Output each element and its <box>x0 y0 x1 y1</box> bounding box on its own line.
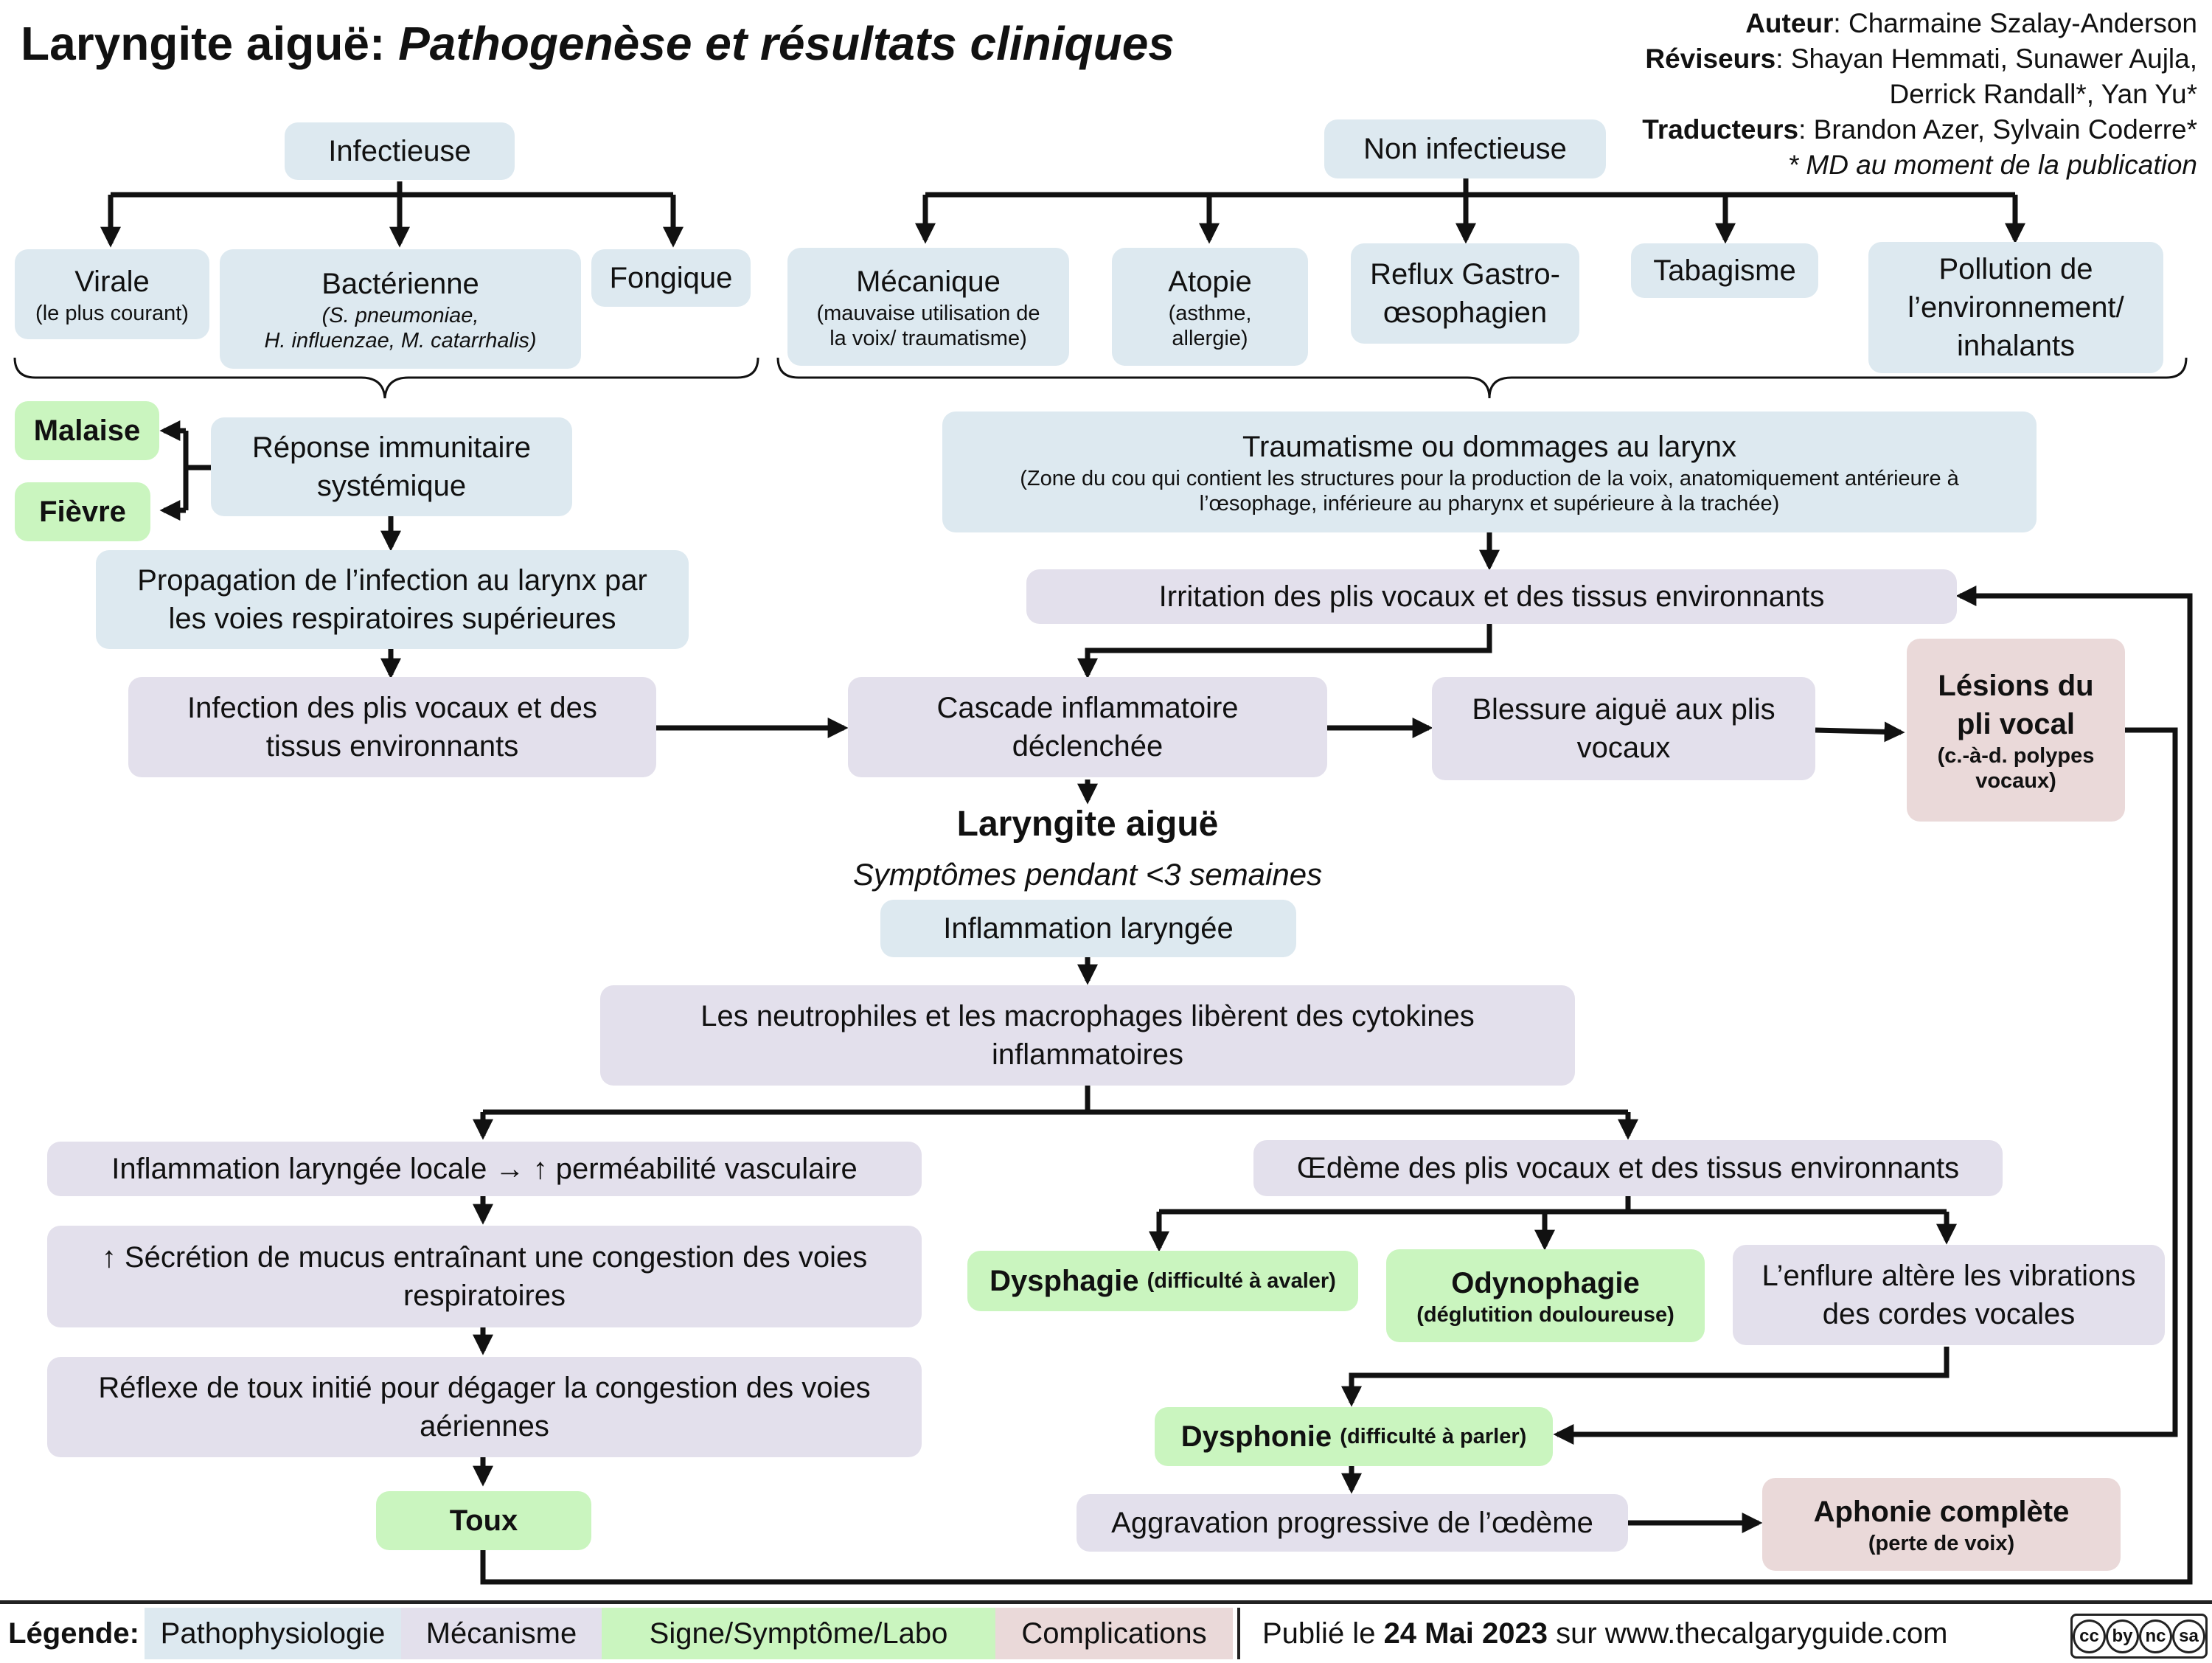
legend-signe-symptome: Signe/Symptôme/Labo <box>602 1608 995 1659</box>
sa-icon: sa <box>2172 1619 2205 1653</box>
inflammation-laryngee-box: Inflammation laryngée <box>880 900 1296 957</box>
page-title: Laryngite aiguë: Pathogenèse et résultat… <box>21 17 1175 70</box>
legend-complications: Complications <box>995 1608 1233 1659</box>
symptomes-label: Symptômes pendant <3 semaines <box>852 857 1323 892</box>
legend-pathophysiologie: Pathophysiologie <box>145 1608 401 1659</box>
irritation-box: Irritation des plis vocaux et des tissus… <box>1026 569 1957 624</box>
aggravation-box: Aggravation progressive de l’œdème <box>1077 1494 1628 1552</box>
oedeme-box: Œdème des plis vocaux et des tissus envi… <box>1253 1140 2003 1196</box>
virale-box: Virale(le plus courant) <box>15 249 209 339</box>
fongique-box: Fongique <box>591 249 751 307</box>
reflexe-toux-box: Réflexe de toux initié pour dégager la c… <box>47 1357 922 1457</box>
traumatisme-box: Traumatisme ou dommages au larynx (Zone … <box>942 412 2037 532</box>
laryngite-label: Laryngite aiguë <box>956 805 1219 844</box>
odynophagie-box: Odynophagie(déglutition douloureuse) <box>1386 1249 1705 1342</box>
aphonie-box: Aphonie complète(perte de voix) <box>1762 1478 2121 1571</box>
by-icon: by <box>2106 1619 2139 1653</box>
creative-commons-license-icon: cc by nc sa <box>2070 1614 2208 1659</box>
tabagisme-box: Tabagisme <box>1631 243 1818 298</box>
mucus-box: ↑ Sécrétion de mucus entraînant une cong… <box>47 1226 922 1327</box>
propagation-box: Propagation de l’infection au larynx par… <box>96 550 689 649</box>
reflux-box: Reflux Gastro-œsophagien <box>1351 243 1579 344</box>
legend-mecanisme: Mécanisme <box>401 1608 602 1659</box>
atopie-box: Atopie (asthme, allergie) <box>1112 248 1308 366</box>
published-note: Publié le 24 Mai 2023 sur www.thecalgary… <box>1237 1608 2088 1659</box>
malaise-box: Malaise <box>15 401 159 460</box>
infectieuse-box: Infectieuse <box>285 122 515 180</box>
dysphagie-box: Dysphagie (difficulté à avaler) <box>967 1251 1358 1311</box>
non-infectieuse-box: Non infectieuse <box>1324 119 1606 178</box>
mecanique-box: Mécanique (mauvaise utilisation de la vo… <box>787 248 1069 366</box>
legend-label: Légende: <box>8 1617 139 1650</box>
toux-box: Toux <box>376 1491 591 1550</box>
neutrophiles-box: Les neutrophiles et les macrophages libè… <box>600 985 1575 1086</box>
fievre-box: Fièvre <box>15 482 150 541</box>
credits: Auteur: Charmaine Szalay-Anderson Révise… <box>1642 8 2197 180</box>
inflammation-locale-box: Inflammation laryngée locale → ↑ perméab… <box>47 1142 922 1196</box>
bacterienne-box: Bactérienne (S. pneumoniae, H. influenza… <box>220 249 581 369</box>
dysphonie-box: Dysphonie (difficulté à parler) <box>1155 1407 1553 1466</box>
legend-bar: Légende: Pathophysiologie Mécanisme Sign… <box>0 1600 2212 1663</box>
nc-icon: nc <box>2139 1619 2172 1653</box>
cc-icon: cc <box>2073 1619 2106 1653</box>
